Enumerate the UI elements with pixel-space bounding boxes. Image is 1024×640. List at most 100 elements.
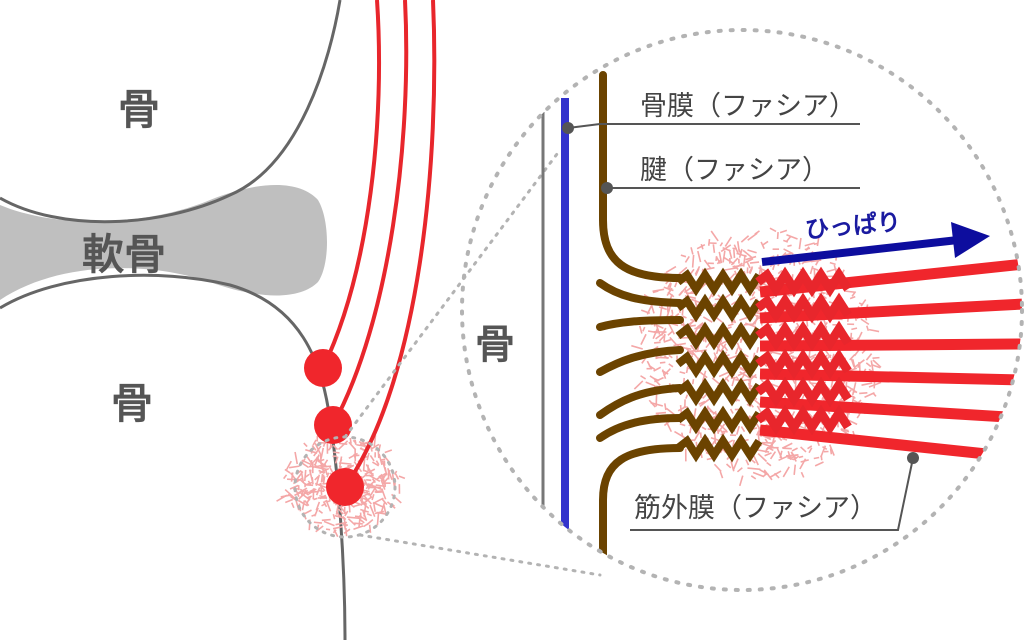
inflammation-stroke — [314, 454, 320, 466]
inflammation-stroke — [756, 347, 760, 353]
inflammation-stroke — [631, 344, 643, 350]
inflammation-stroke — [872, 356, 880, 360]
inflammation-stroke — [809, 353, 817, 359]
inflammation-stroke — [333, 451, 340, 454]
inflammation-stroke — [334, 456, 339, 464]
inflammation-stroke — [311, 445, 317, 451]
inflammation-stroke — [668, 354, 673, 359]
inflammation-stroke — [363, 505, 367, 517]
inflammation-stroke — [307, 480, 312, 486]
inflammation-stroke — [664, 403, 667, 411]
inflammation-stroke — [674, 430, 686, 439]
zoom-connector-top — [343, 148, 562, 439]
inflammation-stroke — [829, 444, 835, 456]
inflammation-stroke — [799, 458, 807, 470]
inflammation-stroke — [633, 380, 644, 390]
inflammation-stroke — [381, 498, 388, 506]
inflammation-stroke — [718, 371, 730, 378]
inflammation-stroke — [678, 290, 684, 297]
inflammation-stroke — [722, 250, 726, 263]
inflammation-stroke — [675, 313, 680, 317]
inflammation-stroke — [701, 370, 707, 382]
inflammation-stroke — [645, 381, 656, 387]
inflammation-stroke — [751, 291, 756, 297]
inflammation-stroke — [798, 237, 802, 250]
inflammation-stroke — [701, 426, 707, 431]
inflammation-stroke — [715, 256, 718, 262]
inflammation-stroke — [663, 355, 669, 360]
inflammation-stroke — [848, 367, 858, 372]
inflammation-stroke — [735, 262, 743, 269]
zigzag-fiber — [675, 405, 763, 435]
inflammation-stroke — [769, 470, 782, 478]
inflammation-stroke — [395, 473, 400, 480]
inflammation-stroke — [313, 521, 323, 524]
muscle-lines — [321, 0, 437, 489]
inflammation-stroke — [739, 366, 745, 371]
inflammation-stroke — [791, 447, 798, 452]
inflammation-stroke — [850, 358, 855, 367]
inflammation-stroke — [653, 378, 661, 386]
inflammation-stroke — [868, 328, 880, 333]
inflammation-stroke — [723, 345, 729, 352]
inflammation-stroke — [652, 288, 665, 293]
inflammation-stroke — [370, 443, 380, 450]
inflammation-stroke — [872, 359, 882, 368]
insertion-point-1 — [304, 349, 342, 387]
inflammation-stroke — [864, 392, 875, 398]
inflammation-stroke — [678, 266, 688, 275]
inflammation-stroke — [332, 514, 336, 520]
inflammation-stroke — [703, 259, 712, 270]
inflammation-stroke — [666, 305, 672, 318]
inflammation-stroke — [793, 464, 797, 475]
inflammation-stroke — [663, 338, 672, 343]
inflammation-stroke — [747, 467, 761, 471]
inflammation-stroke — [369, 486, 377, 496]
zigzag-fiber — [675, 293, 763, 323]
inflammation-stroke — [728, 249, 733, 259]
inflammation-stroke — [368, 492, 373, 498]
inflammation-stroke — [747, 249, 757, 254]
inflammation-stroke — [870, 360, 875, 373]
inflammation-stroke — [756, 448, 770, 453]
inflammation-stroke — [736, 467, 743, 473]
inflammation-stroke — [354, 522, 363, 525]
inflammation-stroke — [319, 482, 323, 496]
inflammation-stroke — [757, 453, 768, 463]
inflammation-stroke — [382, 477, 389, 485]
inflammation-stroke — [690, 344, 697, 353]
inflammation-stroke — [368, 524, 372, 533]
label-periosteum: 骨膜（ファシア） — [640, 91, 856, 122]
zigzag-fiber — [755, 320, 852, 352]
inflammation-stroke — [338, 442, 348, 445]
cartilage-shape — [0, 185, 327, 300]
inflammation-stroke — [733, 244, 740, 255]
inflammation-stroke — [312, 439, 317, 446]
inflammation-stroke — [776, 447, 783, 459]
inflammation-stroke — [809, 265, 814, 275]
inflammation-stroke — [826, 354, 832, 360]
inflammation-stroke — [724, 267, 737, 271]
inflammation-stroke — [813, 456, 820, 460]
inflammation-stroke — [673, 342, 686, 347]
inflammation-stroke — [338, 456, 343, 468]
inflammation-stroke — [655, 322, 661, 335]
zigzag-fiber — [675, 349, 763, 379]
inflammation-stroke — [840, 429, 850, 436]
inflammation-stroke — [334, 514, 345, 520]
inflammation-stroke — [740, 426, 746, 433]
inflammation-stroke — [322, 501, 328, 508]
inflammation-stroke — [306, 495, 312, 499]
inflammation-stroke — [846, 385, 858, 394]
inflammation-stroke — [698, 400, 706, 405]
inflammation-stroke — [368, 474, 381, 483]
inflammation-stroke — [373, 503, 376, 512]
inflammation-stroke — [667, 291, 675, 298]
inflammation-stroke — [746, 261, 751, 269]
zigzag-fiber — [675, 433, 763, 463]
inflammation-stroke — [769, 350, 782, 355]
inflammation-stroke — [782, 466, 790, 478]
inflammation-stroke — [305, 455, 314, 466]
inflammation-stroke — [313, 507, 319, 517]
inflammation-stroke — [807, 445, 813, 450]
